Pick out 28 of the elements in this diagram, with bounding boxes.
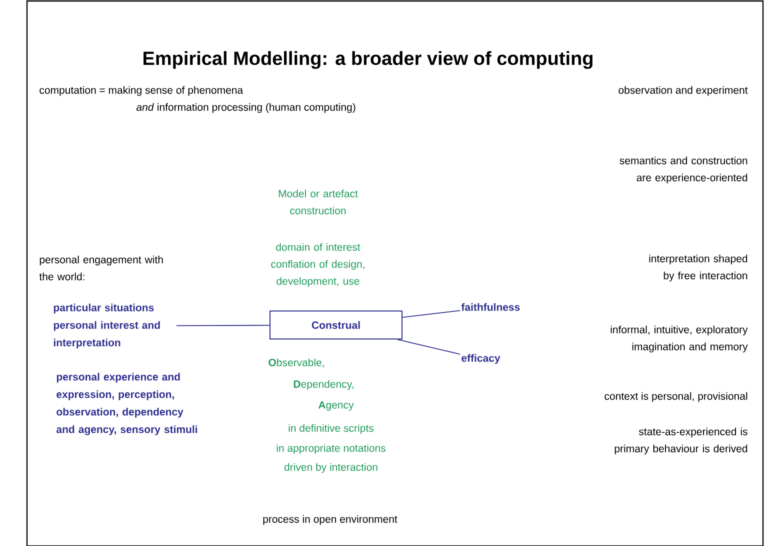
statement-text: = making sense of phenomena [100, 86, 244, 96]
note-text: context is personal, provisional [604, 392, 748, 402]
statement-text: computation [40, 86, 96, 96]
concept-text: particular situations personal interest and interpretation [54, 304, 160, 348]
construal-box: Construal [270, 310, 402, 340]
quality-text: faithfulness [461, 303, 520, 311]
model-text: in appropriate notations [276, 444, 386, 454]
note-text: process in open environment [263, 515, 398, 525]
note-text: informal, intuitive, exploratory imagination and memory [610, 326, 748, 352]
model-text: driven by interaction [284, 463, 378, 473]
connector-line [402, 310, 460, 318]
concept-text: Agency [318, 401, 354, 411]
note-text: state-as-experienced is primary behaviour is derived [614, 428, 748, 454]
statement-text: and information processing (human computing) [136, 103, 356, 113]
concept-text: Dependency, [294, 380, 354, 390]
note-text: semantics and construction are experience-oriented [620, 156, 748, 184]
note-text: interpretation shaped by free interaction [649, 254, 748, 282]
model-text: Model or artefact construction [278, 190, 358, 214]
model-text: in definitive scripts [288, 424, 374, 434]
engagement-text: personal engagement with the world: [39, 256, 163, 280]
note-text: observation and experiment [618, 86, 748, 96]
concept-text: Observable, [268, 358, 324, 368]
title: Empirical Modelling: a broader view of computing [144, 51, 592, 69]
connector-line [397, 339, 460, 355]
model-text: domain of interest conflation of design, development, use [271, 243, 364, 287]
engagement-text: personal experience and expression, perception, observation, dependency and agency, sensory stimuli [56, 372, 198, 436]
quality-text: efficacy [462, 354, 500, 364]
connector-line [176, 324, 270, 326]
